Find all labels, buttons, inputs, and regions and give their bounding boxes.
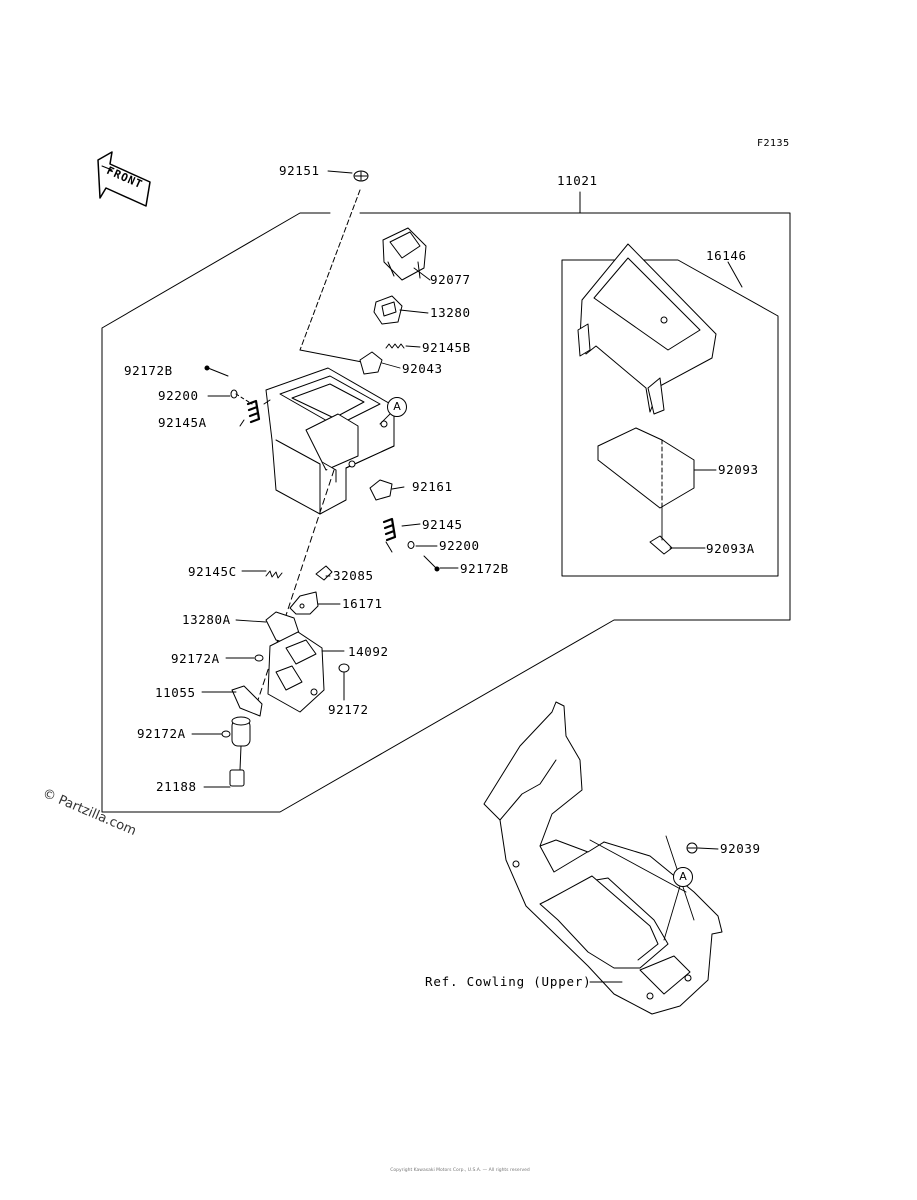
bolt-92039: [686, 842, 698, 854]
part-label-92145C: 92145C: [188, 564, 237, 579]
front-arrow-icon: [97, 151, 151, 207]
part-label-92093A: 92093A: [706, 541, 755, 556]
washer-92200-right: [407, 541, 415, 549]
kit-outline-16146: [561, 259, 779, 577]
part-label-92145B: 92145B: [422, 340, 471, 355]
bracket-14092: [267, 631, 325, 713]
part-label-92043: 92043: [402, 361, 443, 376]
switch-21188: [229, 716, 251, 787]
part-label-92172A-upper: 92172A: [171, 651, 220, 666]
spring-92145: [382, 517, 397, 553]
spring-92145B: [385, 343, 405, 349]
holder-13280: [373, 295, 403, 325]
leader-lines: [191, 170, 719, 983]
bracket-11055: [231, 685, 263, 717]
part-label-92161: 92161: [412, 479, 453, 494]
screw-92172A-lower: [221, 730, 231, 738]
bracket-16171: [289, 591, 319, 615]
pad-92093A: [649, 535, 673, 555]
part-label-13280A: 13280A: [182, 612, 231, 627]
screw-92151: [353, 170, 369, 182]
part-label-92172A-lower: 92172A: [137, 726, 186, 741]
part-label-14092: 14092: [348, 644, 389, 659]
latch-92043: [359, 351, 383, 375]
spring-92145A: [239, 399, 271, 427]
reference-label-cowling: Ref. Cowling (Upper): [425, 974, 592, 989]
part-label-92172: 92172: [328, 702, 369, 717]
part-label-16146: 16146: [706, 248, 747, 263]
damper-92161: [369, 479, 393, 501]
part-label-92145A: 92145A: [158, 415, 207, 430]
part-label-11055: 11055: [155, 685, 196, 700]
callout-a-upper: A: [387, 397, 407, 417]
part-label-16171: 16171: [342, 596, 383, 611]
part-label-13280: 13280: [430, 305, 471, 320]
screw-92172B-left: [204, 365, 229, 377]
assembly-outline-11021: [101, 212, 791, 813]
part-label-92077: 92077: [430, 272, 471, 287]
tray-16146: [577, 243, 717, 415]
screw-92172: [338, 663, 350, 701]
screw-92172A-upper: [254, 654, 264, 662]
screw-92172B-right: [423, 555, 440, 572]
spring-92145C: [265, 570, 283, 579]
part-label-92151: 92151: [279, 163, 320, 178]
storage-case-11021: [265, 367, 395, 515]
part-label-11021: 11021: [557, 173, 598, 188]
cowling-upper-reference: [483, 701, 723, 1015]
part-label-21188: 21188: [156, 779, 197, 794]
part-label-32085: 32085: [333, 568, 374, 583]
part-label-92200-left: 92200: [158, 388, 199, 403]
part-label-92172B-right: 92172B: [460, 561, 509, 576]
part-label-92200-right: 92200: [439, 538, 480, 553]
part-label-92172B-left: 92172B: [124, 363, 173, 378]
callout-a-lower: A: [673, 867, 693, 887]
part-32085: [315, 565, 333, 581]
part-label-92039: 92039: [720, 841, 761, 856]
mat-92093: [597, 427, 695, 509]
footer-copyright: Copyright Kawasaki Motors Corp., U.S.A. …: [390, 1168, 530, 1173]
latch-92077: [382, 227, 427, 281]
washer-92200-left: [230, 389, 238, 399]
figure-code: F2135: [757, 138, 790, 149]
part-label-92093: 92093: [718, 462, 759, 477]
part-label-92145: 92145: [422, 517, 463, 532]
